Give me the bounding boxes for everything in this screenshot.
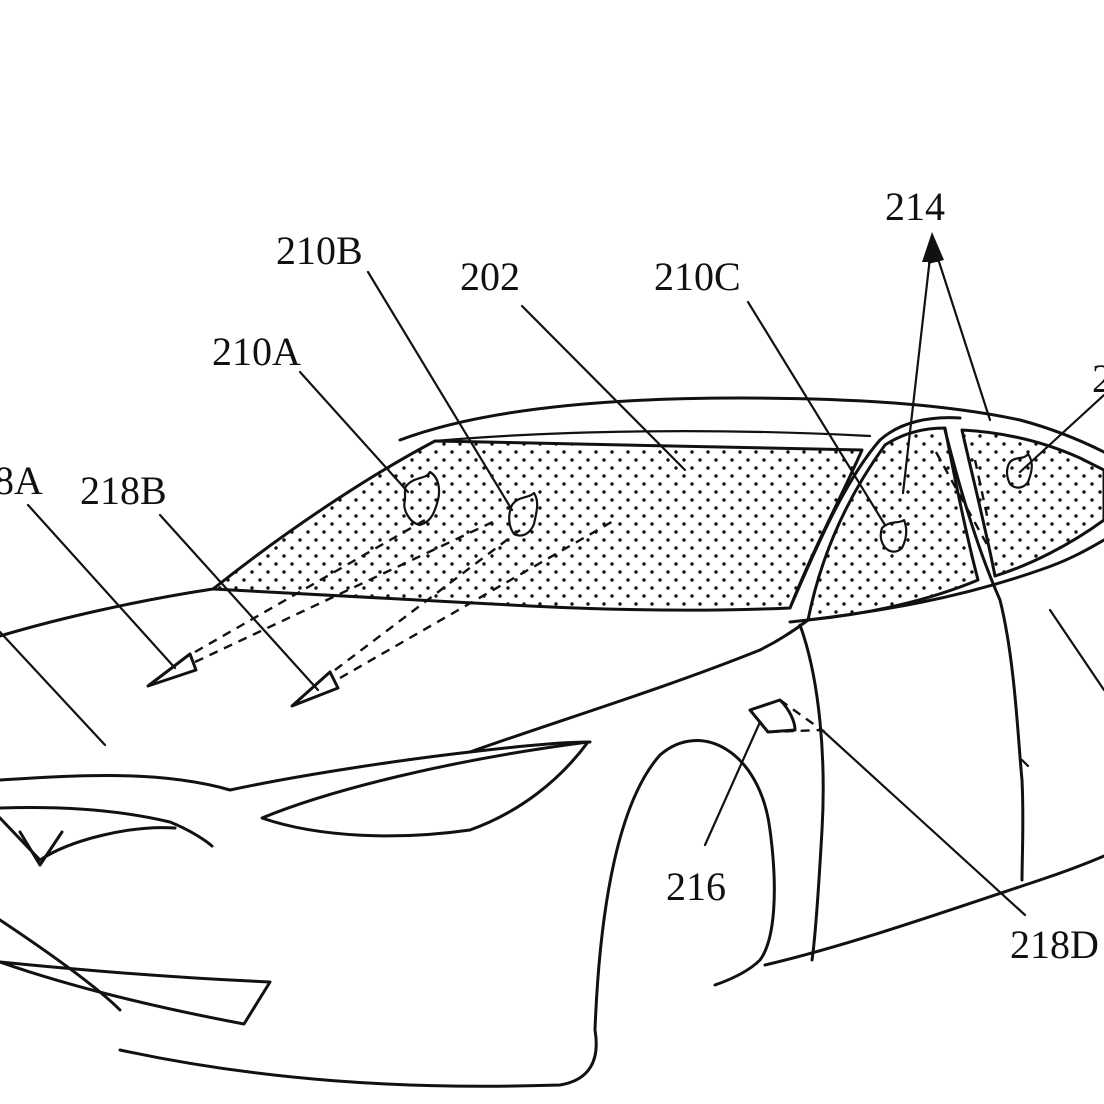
door-seam <box>1022 760 1028 766</box>
label-218a: 8A <box>0 458 43 503</box>
front-bumper-top <box>0 808 212 846</box>
front-grille-outline <box>0 818 175 860</box>
leader-214-right <box>932 240 990 420</box>
leader-218d <box>822 730 1025 915</box>
label-218d: 218D <box>1010 922 1099 967</box>
label-210a: 210A <box>212 329 301 374</box>
leader-216 <box>705 722 760 845</box>
side-upper-crease <box>470 620 808 752</box>
label-202: 202 <box>460 254 520 299</box>
label-216: 216 <box>666 864 726 909</box>
label-top-right: 2 <box>1092 356 1104 401</box>
hood-front-edge <box>0 742 590 790</box>
projector-218a <box>148 654 196 686</box>
lower-intake <box>0 962 270 1024</box>
leader-right-edge <box>1050 610 1104 690</box>
projector-218b <box>292 672 338 706</box>
hood-cowl-line <box>0 589 213 636</box>
label-218b: 218B <box>80 468 167 513</box>
leader-left-hood <box>0 632 105 745</box>
label-210b: 210B <box>276 228 363 273</box>
leader-210a <box>300 372 408 492</box>
leader-218a <box>28 505 175 668</box>
front-chin <box>120 1030 596 1086</box>
fender-door-line <box>800 625 823 960</box>
label-214: 214 <box>885 184 945 229</box>
label-210c: 210C <box>654 254 741 299</box>
